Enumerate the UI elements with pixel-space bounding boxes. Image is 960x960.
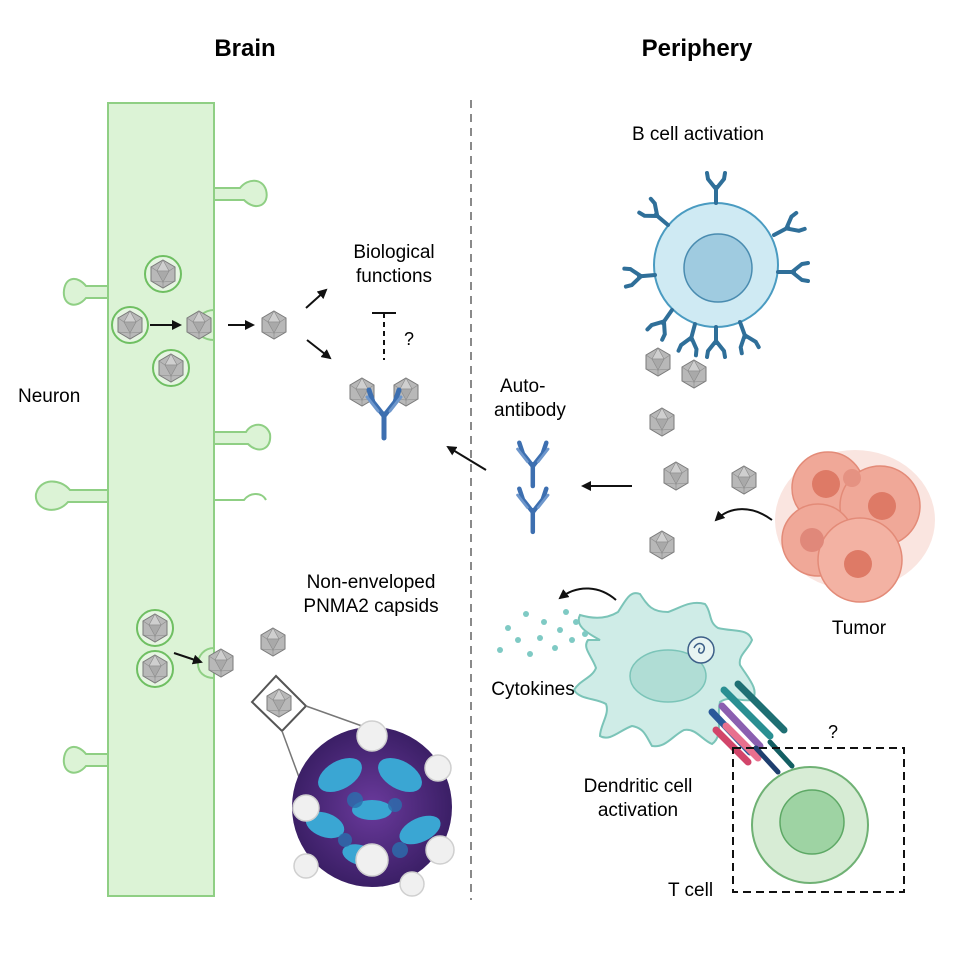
- arrow-cytokine-release: [558, 587, 617, 601]
- vesicle-capsid: [111, 306, 149, 344]
- capsid: [261, 310, 287, 340]
- neuron-axon: [34, 102, 272, 897]
- vesicle-capsid: [144, 255, 182, 293]
- label-dendritic-cell-activation: activation: [598, 800, 678, 821]
- b-cell-receptor: [705, 171, 727, 205]
- arrow-antibody-to-brain: [446, 445, 487, 471]
- vesicle-capsid: [136, 650, 174, 688]
- autoantibody: [518, 443, 549, 486]
- b-cell: [653, 202, 779, 328]
- pnma2-capsid-structure: [292, 720, 455, 897]
- label-b-cell-activation: B cell activation: [632, 124, 764, 145]
- antibody-capsid-complex: [349, 377, 419, 438]
- t-cell: [751, 766, 869, 884]
- capsid-zoom-callout: [250, 674, 363, 789]
- t-cell-dashed-box: [732, 747, 905, 893]
- mhc-tcr-interaction: [708, 680, 795, 775]
- header-brain: Brain: [214, 35, 275, 62]
- capsid: [649, 530, 675, 560]
- label-autoantibody: Auto-: [500, 376, 545, 397]
- label-question-t-cell: ?: [828, 722, 838, 742]
- b-cell-receptor: [676, 319, 706, 358]
- label-dendritic-cell-activation: Dendritic cell: [584, 776, 693, 797]
- capsid: [649, 407, 675, 437]
- label-tumor: Tumor: [832, 618, 887, 639]
- label-biological-functions: functions: [356, 266, 432, 287]
- vesicle-capsid: [136, 609, 174, 647]
- b-cell-receptor: [770, 213, 805, 243]
- inhibition-symbol: [372, 312, 396, 360]
- label-cytokines: Cytokines: [491, 679, 574, 700]
- arrow-tumor-release: [714, 508, 773, 522]
- capsid: [260, 627, 286, 657]
- capsid: [681, 359, 707, 389]
- arrow-release: [173, 652, 203, 665]
- tumor-cells: [775, 450, 935, 603]
- dendritic-cell: [572, 592, 756, 748]
- capsid: [731, 465, 757, 495]
- b-cell-receptor: [776, 261, 810, 283]
- label-question-inhibition: ?: [404, 329, 414, 349]
- capsid: [663, 461, 689, 491]
- label-t-cell: T cell: [668, 880, 713, 901]
- label-neuron: Neuron: [18, 386, 80, 407]
- b-cell-receptor: [622, 264, 658, 289]
- label-capsids: PNMA2 capsids: [303, 596, 438, 617]
- header-periphery: Periphery: [642, 35, 753, 62]
- arrow-to-functions: [305, 288, 328, 309]
- capsid: [645, 347, 671, 377]
- arrow-to-antibody-complex: [306, 339, 332, 360]
- b-cell-receptor: [705, 325, 727, 359]
- label-biological-functions: Biological: [353, 242, 434, 263]
- label-autoantibody: antibody: [494, 400, 566, 421]
- vesicle-capsid: [152, 349, 190, 387]
- label-capsids: Non-enveloped: [307, 572, 436, 593]
- autoantibody: [518, 489, 549, 532]
- cytokines: [497, 609, 588, 657]
